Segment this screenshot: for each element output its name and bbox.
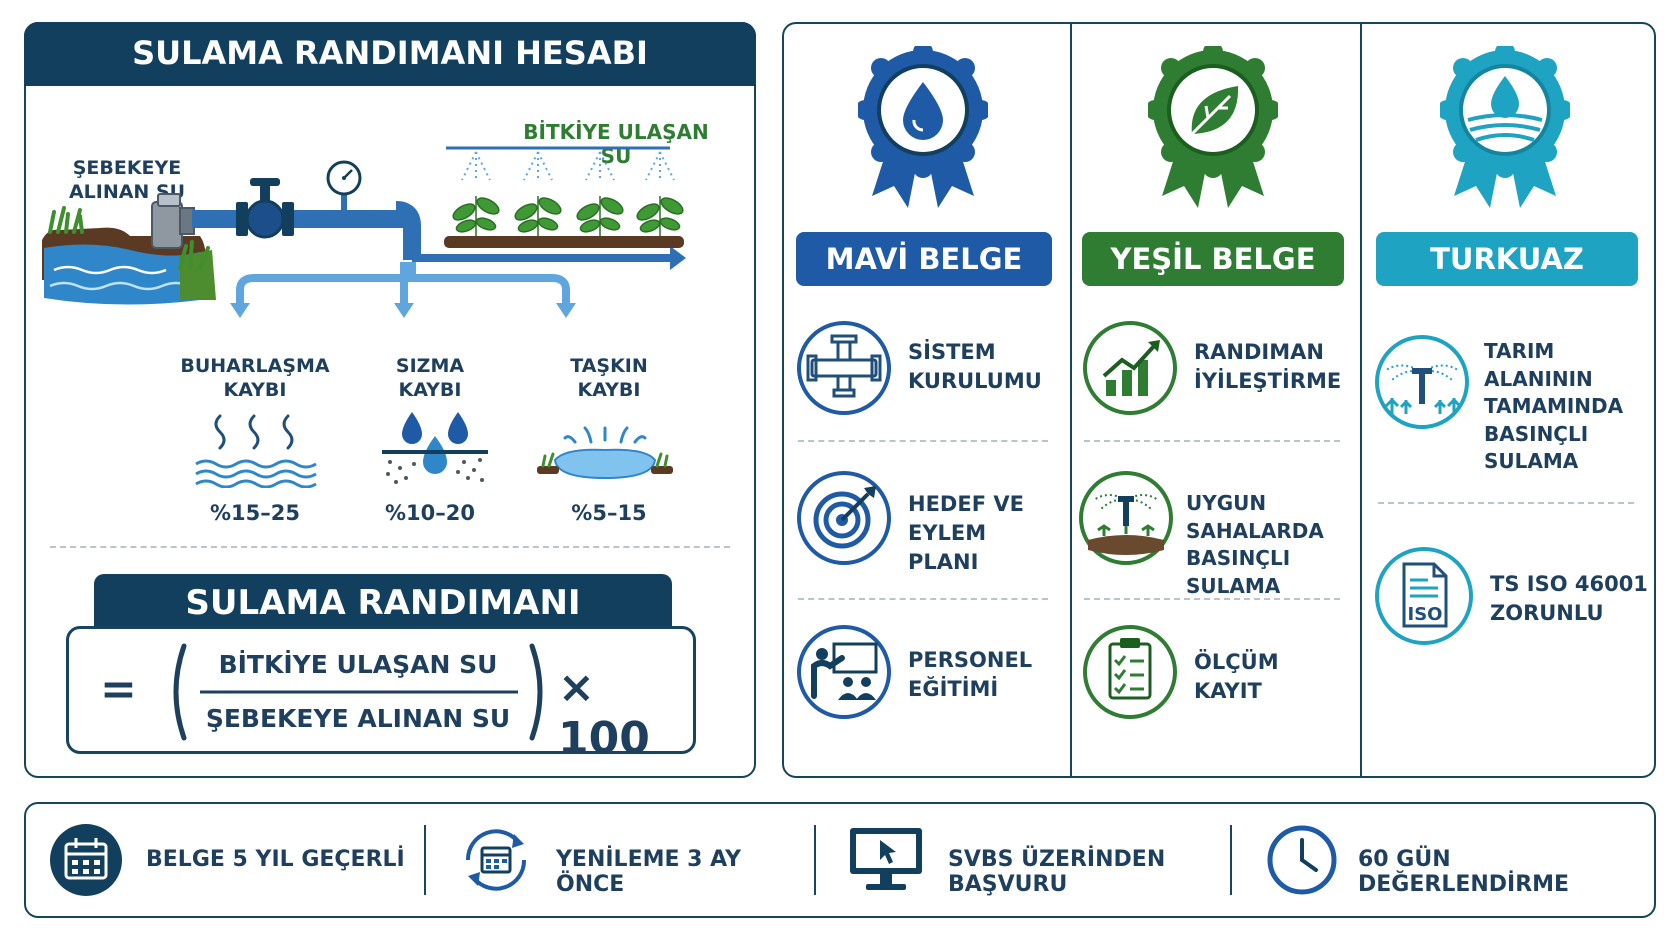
clipboard-checklist-icon [1083,625,1177,719]
loss-evaporation-range: %15–25 [210,501,300,525]
green-medal-icon [1148,46,1278,208]
target-icon [797,471,891,565]
formula-denominator: ŞEBEKEYE ALINAN SU [205,704,511,733]
calc-divider [50,546,730,548]
formula-box [66,626,696,754]
column-divider-1 [1070,24,1072,776]
clock-icon [1267,825,1337,895]
valve-icon [236,178,294,239]
iso-document-icon: ISO [1375,547,1473,645]
sprinkler-plants-icon [444,146,684,248]
formula-numerator: BİTKİYE ULAŞAN SU [218,650,498,679]
pipe-valve-icon [797,321,891,415]
growth-chart-icon [1083,321,1177,415]
formula-title: SULAMA RANDIMANI [185,583,581,623]
formula-multiplier: × 100 [558,662,650,764]
info-strip [24,802,1656,918]
pressure-gauge-icon [326,160,362,212]
source-label: ŞEBEKEYE ALINAN SU [68,157,186,204]
green-divider-2 [1084,598,1340,600]
pump-icon [151,193,195,249]
info-separator-3 [1230,825,1232,895]
calc-title-bar [24,22,756,86]
calendar-icon [50,824,122,896]
info-separator-1 [424,825,426,895]
turquoise-certificate-title: TURKUAZ BELGE [1376,232,1638,330]
evaporation-icon [195,414,317,488]
sprinkler-field-icon [1079,471,1173,565]
computer-cursor-icon [850,828,922,890]
water-flow-diagram [42,146,686,318]
overflow-icon [537,426,673,480]
column-divider-2 [1360,24,1362,776]
blue-divider-2 [798,598,1048,600]
turquoise-divider-1 [1378,502,1634,504]
formula-brackets [173,643,543,741]
seepage-icon [382,412,488,484]
renew-calendar-icon [465,829,527,891]
sprinkler-icon [1375,335,1469,429]
info-separator-2 [814,825,816,895]
info-evaluation-label: 60 GÜN DEĞERLENDİRME [1358,847,1570,897]
trainer-icon [797,625,891,719]
info-renewal-label: YENİLEME 3 AY ÖNCE [556,847,742,897]
info-validity-label: BELGE 5 YIL GEÇERLİ [146,847,405,872]
blue-medal-icon [858,46,988,208]
green-divider-1 [1084,440,1340,442]
calc-title: SULAMA RANDIMANI HESABI [132,34,648,72]
green-certificate-title: YEŞİL BELGE [1082,232,1344,286]
turquoise-medal-icon [1440,46,1570,208]
blue-divider-1 [798,440,1048,442]
formula-equals: = [100,664,137,715]
loss-seepage-range: %10–20 [385,501,475,525]
loss-overflow-range: %5–15 [571,501,647,525]
info-application-label: SVBS ÜZERİNDEN BAŞVURU [948,847,1166,897]
blue-certificate-title: MAVİ BELGE [796,232,1052,286]
iso-badge-text: ISO [1408,604,1443,625]
